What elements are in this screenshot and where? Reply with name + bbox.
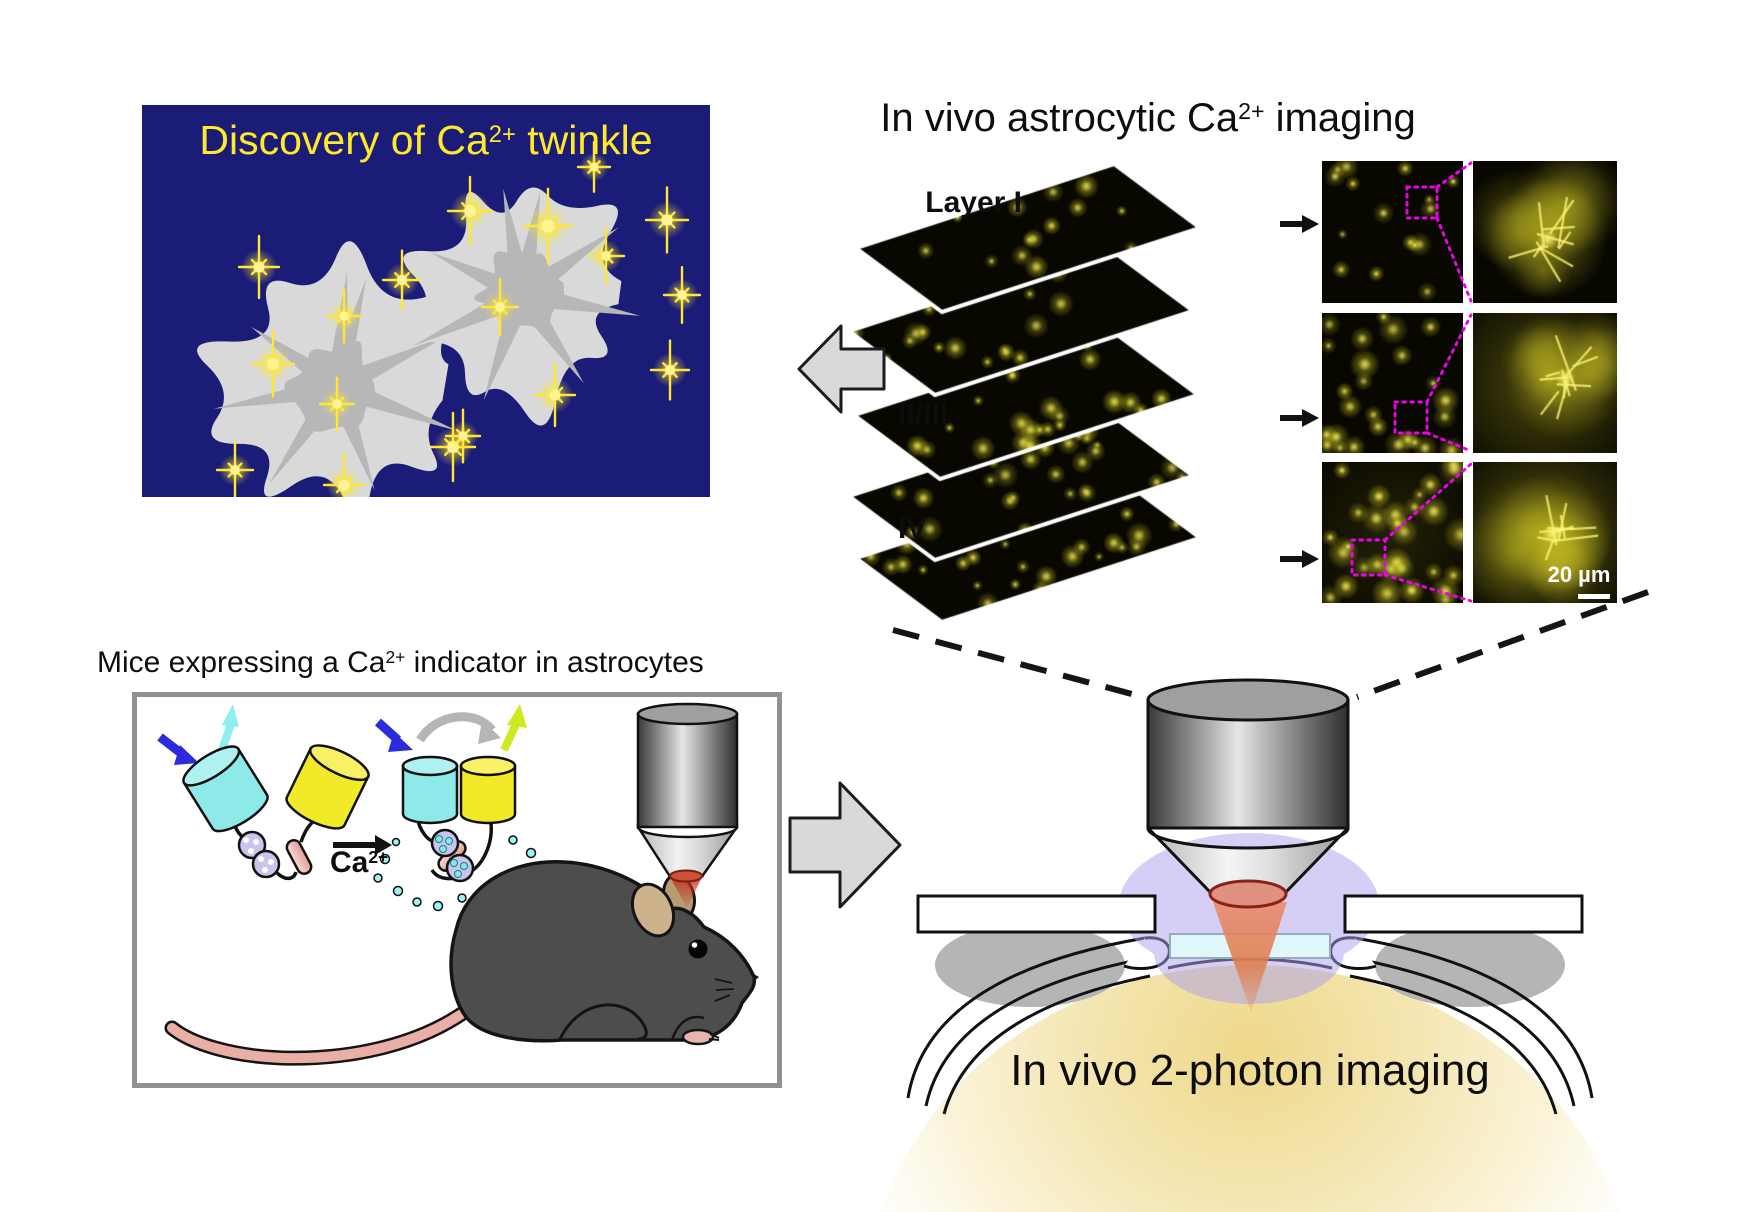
twinkle-sparkle-icon (480, 277, 520, 337)
mouse-eye-glint (691, 942, 698, 948)
objective-2p (1146, 678, 1350, 909)
twinkle-sparkle-icon (237, 234, 281, 300)
headplate-right (1343, 894, 1584, 934)
headplate-left (916, 894, 1157, 934)
fluo-zoom-layer23 (1473, 313, 1617, 453)
fret-transfer-arrow-icon (416, 712, 501, 744)
mouse-nose (752, 973, 759, 982)
mouse-hindleg (558, 1003, 648, 1041)
twinkle-sparkle-icon (444, 408, 482, 464)
mice-title-text2: indicator in astrocytes (405, 646, 704, 679)
mouse-panel-art (157, 702, 759, 1066)
twinkle-sparkle-icon (662, 265, 702, 325)
mice-title-sup: 2+ (385, 647, 406, 668)
dashed-connector-left (892, 627, 1144, 700)
imaging-section-title: In vivo astrocytic Ca2+ imaging (828, 96, 1468, 141)
big-arrow-right-icon (788, 781, 902, 909)
cortical-plane-1 (852, 160, 1202, 318)
ca-ion-label: Ca2+ (330, 846, 388, 880)
immersion-glow (1119, 833, 1379, 1004)
twinkle-sparkle-icon (215, 440, 255, 497)
mouse-tail (167, 1003, 475, 1064)
twinkle-sparkle-icon (250, 330, 296, 398)
twinkle-sparkle-icon (322, 452, 366, 497)
fluo-zoom-layer1 (1473, 161, 1617, 303)
mouse-foreleg (670, 1015, 705, 1041)
mouse-eye (688, 939, 708, 959)
fret-indicator-apo (157, 704, 370, 881)
twinkle-sparkle-icon (533, 362, 577, 428)
twinkle-sparkle-icon (576, 141, 612, 194)
excitation-arrow2-icon (374, 718, 413, 752)
mice-section-title: Mice expressing a Ca2+ indicator in astr… (97, 646, 704, 680)
twinkle-title-sup: 2+ (488, 121, 516, 149)
twinkle-title-text: Discovery of Ca (199, 117, 489, 163)
cement-blob-left (935, 923, 1125, 1007)
twinkle-panel: Discovery of Ca2+ twinkle (142, 105, 710, 497)
mouse-panel (132, 692, 782, 1088)
mouse-paw (681, 1028, 715, 1046)
cfp-cylinder-bound (401, 755, 459, 825)
mouse-body (449, 860, 757, 1043)
excitation-arrow-icon (157, 733, 199, 765)
yfp-emission-arrow-icon (500, 704, 527, 752)
imaging-title-text2: imaging (1264, 96, 1416, 140)
scale-bar-label: 20 µm (1547, 562, 1611, 587)
cement-blob-right (1375, 923, 1565, 1007)
twinkle-sparkle-icon (381, 249, 423, 311)
layer-label-II-III: II/III (898, 398, 949, 431)
astrocyte-core (213, 272, 458, 491)
row-arrow-layer1-icon (1280, 215, 1319, 233)
laser-mini (670, 877, 702, 908)
cfp-cylinder (182, 745, 269, 833)
fluo-overview-layer23 (1322, 313, 1463, 453)
cfp-emission-arrow-icon (218, 704, 239, 752)
calmodulin-spheres (237, 830, 281, 879)
row-arrow-layer23-icon (1280, 409, 1319, 427)
row-arrow-layer4-icon (1280, 550, 1319, 568)
twinkle-sparkle-icon (586, 226, 626, 286)
imaging-title-sup: 2+ (1238, 98, 1265, 125)
mouse-ear-front (630, 882, 676, 938)
twinkle-panel-title: Discovery of Ca2+ twinkle (142, 117, 710, 164)
layer-label-IV: IV (898, 512, 927, 545)
mice-title-text: Mice expressing a Ca (97, 646, 386, 679)
calmodulin-spheres-bound (430, 828, 475, 883)
twinkle-sparkles (215, 141, 702, 497)
fluo-overview-layer1 (1322, 161, 1463, 303)
scale-bar (1578, 594, 1610, 599)
mouse-illustration (164, 860, 759, 1066)
ca-flow-arrow-icon (333, 835, 392, 855)
laser-cone (1213, 902, 1287, 1012)
m13-capsule (285, 839, 313, 875)
astrocyte-twinkle-art (197, 141, 702, 497)
imaging-title-text: In vivo astrocytic Ca (880, 96, 1239, 140)
mouse-whiskers (714, 978, 735, 1002)
fluo-zoom-layer4 (1473, 462, 1617, 603)
cranial-window-glass (1169, 933, 1331, 959)
objective-front-lens (1208, 879, 1288, 909)
twinkle-sparkle-icon (325, 288, 363, 344)
twinkle-sparkle-icon (446, 175, 494, 247)
yfp-cylinder (285, 744, 370, 830)
ca-label-sup: 2+ (368, 847, 389, 868)
layer-label-I: Layer I (925, 186, 1022, 219)
twinkle-title-text2: twinkle (515, 117, 653, 163)
twinkle-sparkle-icon (649, 339, 691, 401)
twinkle-sparkle-icon (522, 187, 574, 265)
twophoton-section-title: In vivo 2-photon imaging (1010, 1046, 1490, 1095)
objective-mini (636, 702, 739, 908)
fluo-overview-layer4 (1322, 462, 1463, 603)
dashed-connector-right (1355, 589, 1650, 700)
twinkle-sparkle-icon (644, 186, 690, 254)
ca-label-text: Ca (330, 846, 369, 879)
astrocyte-cells (197, 187, 641, 497)
twinkle-sparkle-icon (318, 376, 356, 432)
mouse-paw-claws (708, 1033, 720, 1041)
yfp-cylinder-bound (459, 755, 517, 825)
